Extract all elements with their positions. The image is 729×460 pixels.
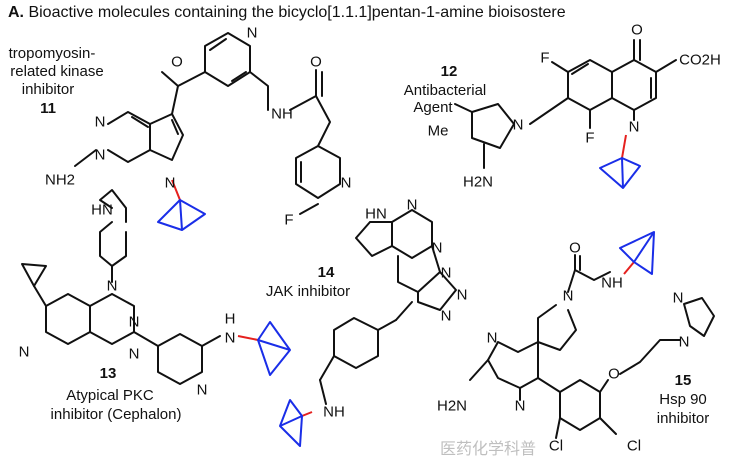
atom-label: N xyxy=(441,308,452,325)
atom-label: N xyxy=(95,114,106,131)
atom-label: H xyxy=(225,311,236,328)
atom-label: HN xyxy=(91,202,113,219)
panel-label: A. xyxy=(8,4,24,21)
compound-11-desc-1: tropomyosin- xyxy=(9,45,96,62)
atom-label: N xyxy=(19,344,30,361)
atom-label: CO2H xyxy=(679,52,721,69)
compound-11-desc-3: inhibitor xyxy=(22,81,75,98)
atom-label: NH xyxy=(323,404,345,421)
atom-label: NH xyxy=(271,106,293,123)
compound-12-desc-1: Antibacterial xyxy=(404,82,487,99)
atom-label: Cl xyxy=(549,438,563,455)
atom-label: N xyxy=(341,175,352,192)
atom-label: O xyxy=(608,366,620,383)
atom-label: N xyxy=(165,175,176,192)
compound-11-number: 11 xyxy=(40,100,56,117)
compound-12-number: 12 xyxy=(441,63,458,80)
compound-15: O NH N N N N H2N N O Cl Cl 15 Hsp 90 inh… xyxy=(437,231,715,455)
bond xyxy=(107,111,151,163)
atom-label: N xyxy=(95,147,106,164)
atom-label: NH2 xyxy=(45,172,75,189)
atom-label: N xyxy=(563,288,574,305)
atom-label: N xyxy=(225,330,236,347)
atom-label: N xyxy=(247,25,258,42)
atom-label: H2N xyxy=(437,398,467,415)
atom-label: F xyxy=(284,212,293,229)
compound-14-number: 14 xyxy=(318,264,335,281)
atom-label: N xyxy=(441,265,452,282)
figure-title: A. Bioactive molecules containing the bi… xyxy=(8,4,566,22)
atom-label: N xyxy=(487,330,498,347)
atom-label: Me xyxy=(428,123,449,140)
compound-12: 12 Antibacterial Agent O F CO2H N Me N F… xyxy=(404,22,721,191)
bicyclopentane-icon xyxy=(619,231,655,275)
atom-label: O xyxy=(171,54,183,71)
atom-label: F xyxy=(540,50,549,67)
atom-label: H2N xyxy=(463,174,493,191)
atom-label: O xyxy=(569,240,581,257)
compound-15-number: 15 xyxy=(675,372,692,389)
atom-label: HN xyxy=(365,206,387,223)
atom-label: N xyxy=(107,278,118,295)
title-text: Bioactive molecules containing the bicyc… xyxy=(28,4,566,21)
bicyclopentane-icon xyxy=(279,399,303,447)
compound-13-desc-1: Atypical PKC xyxy=(66,387,154,404)
bicyclopentane-icon xyxy=(257,321,291,376)
atom-label: O xyxy=(310,54,322,71)
compound-11: tropomyosin- related kinase inhibitor 11… xyxy=(9,25,352,231)
atom-label: N xyxy=(515,398,526,415)
bicyclopentane-icon xyxy=(157,199,206,231)
compound-13-desc-2: inhibitor (Cephalon) xyxy=(51,406,182,423)
atom-label: N xyxy=(407,197,418,214)
watermark: 医药化学科普 xyxy=(440,440,536,458)
atom-label: N xyxy=(129,346,140,363)
compound-11-desc-2: related kinase xyxy=(10,63,103,80)
atom-label: N xyxy=(457,287,468,304)
compound-13-number: 13 xyxy=(100,365,117,382)
atom-label: N xyxy=(673,290,684,307)
atom-label: N xyxy=(513,117,524,134)
atom-label: N xyxy=(197,382,208,399)
bicyclopentane-icon xyxy=(599,157,641,189)
compound-15-desc-1: Hsp 90 xyxy=(659,391,707,408)
compound-14-desc-1: JAK inhibitor xyxy=(266,283,350,300)
compound-14: 14 JAK inhibitor HN N N N N N NH xyxy=(266,197,468,447)
red-bond xyxy=(171,179,181,201)
atom-label: N xyxy=(432,240,443,257)
atom-label: F xyxy=(585,130,594,147)
compound-13: HN N N N N N H N 13 Atypical PKC inhibit… xyxy=(19,189,291,423)
compound-12-desc-2: Agent xyxy=(413,99,453,116)
compound-15-desc-2: inhibitor xyxy=(657,410,710,427)
atom-label: O xyxy=(631,22,643,39)
atom-label: N xyxy=(129,314,140,331)
atom-label: Cl xyxy=(627,438,641,455)
atom-label: N xyxy=(629,119,640,136)
atom-label: N xyxy=(679,334,690,351)
atom-label: NH xyxy=(601,275,623,292)
